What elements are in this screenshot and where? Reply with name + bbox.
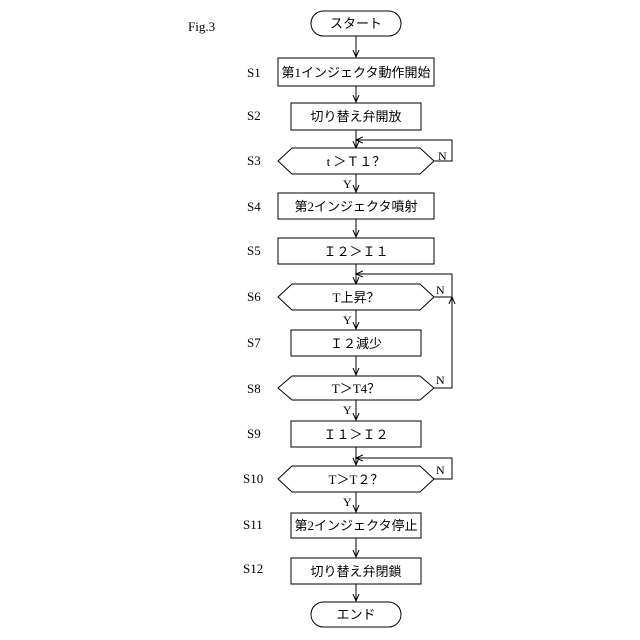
step-s5-id: S5 bbox=[247, 243, 261, 258]
step-s6-id: S6 bbox=[247, 289, 261, 304]
decision-s8: S8 T＞T4？ N Y bbox=[247, 373, 445, 417]
step-s11: S11 第2インジェクタ停止 bbox=[243, 513, 421, 538]
s8-no-label: N bbox=[436, 373, 445, 387]
step-s4-text: 第2インジェクタ噴射 bbox=[295, 199, 418, 214]
s6-no-label: N bbox=[436, 283, 445, 297]
start-terminal: スタート bbox=[311, 11, 401, 36]
step-s11-id: S11 bbox=[243, 517, 263, 532]
start-label: スタート bbox=[330, 16, 382, 31]
decision-s10: S10 T＞T２？ N Y bbox=[243, 463, 445, 509]
step-s6-text: T上昇？ bbox=[333, 290, 380, 305]
s10-yes-label: Y bbox=[343, 495, 352, 509]
step-s8-id: S8 bbox=[247, 381, 261, 396]
step-s11-text: 第2インジェクタ停止 bbox=[295, 518, 418, 533]
step-s5-text: Ｉ２＞Ｉ１ bbox=[323, 244, 388, 259]
step-s5: S5 Ｉ２＞Ｉ１ bbox=[247, 238, 434, 264]
decision-s3: S3 t ＞Ｔ１？ N Y bbox=[247, 148, 447, 191]
step-s2: S2 切り替え弁開放 bbox=[247, 103, 421, 130]
s6-yes-label: Y bbox=[343, 313, 352, 327]
step-s7-id: S7 bbox=[247, 335, 261, 350]
step-s3-id: S3 bbox=[247, 153, 261, 168]
step-s7: S7 Ｉ２減少 bbox=[247, 330, 421, 356]
step-s9-id: S9 bbox=[247, 426, 261, 441]
step-s2-id: S2 bbox=[247, 108, 261, 123]
figure-label: Fig.3 bbox=[188, 19, 215, 34]
step-s4-id: S4 bbox=[247, 199, 261, 214]
end-terminal: エンド bbox=[311, 602, 401, 627]
step-s10-id: S10 bbox=[243, 471, 263, 486]
step-s9: S9 Ｉ１＞Ｉ２ bbox=[247, 421, 421, 447]
decision-s6: S6 T上昇？ N Y bbox=[247, 283, 445, 327]
step-s12-id: S12 bbox=[243, 561, 263, 576]
s3-no-label: N bbox=[438, 149, 447, 163]
s3-yes-label: Y bbox=[343, 177, 352, 191]
s8-yes-label: Y bbox=[343, 403, 352, 417]
step-s1: S1 第1インジェクタ動作開始 bbox=[247, 58, 434, 86]
step-s7-text: Ｉ２減少 bbox=[330, 336, 382, 351]
step-s3-text: t ＞Ｔ１？ bbox=[327, 154, 386, 169]
step-s12: S12 切り替え弁閉鎖 bbox=[243, 558, 421, 584]
step-s2-text: 切り替え弁開放 bbox=[310, 109, 401, 124]
step-s9-text: Ｉ１＞Ｉ２ bbox=[323, 427, 388, 442]
step-s1-id: S1 bbox=[247, 65, 261, 80]
step-s8-text: T＞T4？ bbox=[332, 381, 380, 396]
step-s4: S4 第2インジェクタ噴射 bbox=[247, 193, 434, 219]
step-s1-text: 第1インジェクタ動作開始 bbox=[282, 65, 431, 80]
s10-no-label: N bbox=[436, 463, 445, 477]
step-s12-text: 切り替え弁閉鎖 bbox=[310, 564, 401, 579]
end-label: エンド bbox=[336, 607, 375, 622]
step-s10-text: T＞T２？ bbox=[329, 472, 384, 487]
